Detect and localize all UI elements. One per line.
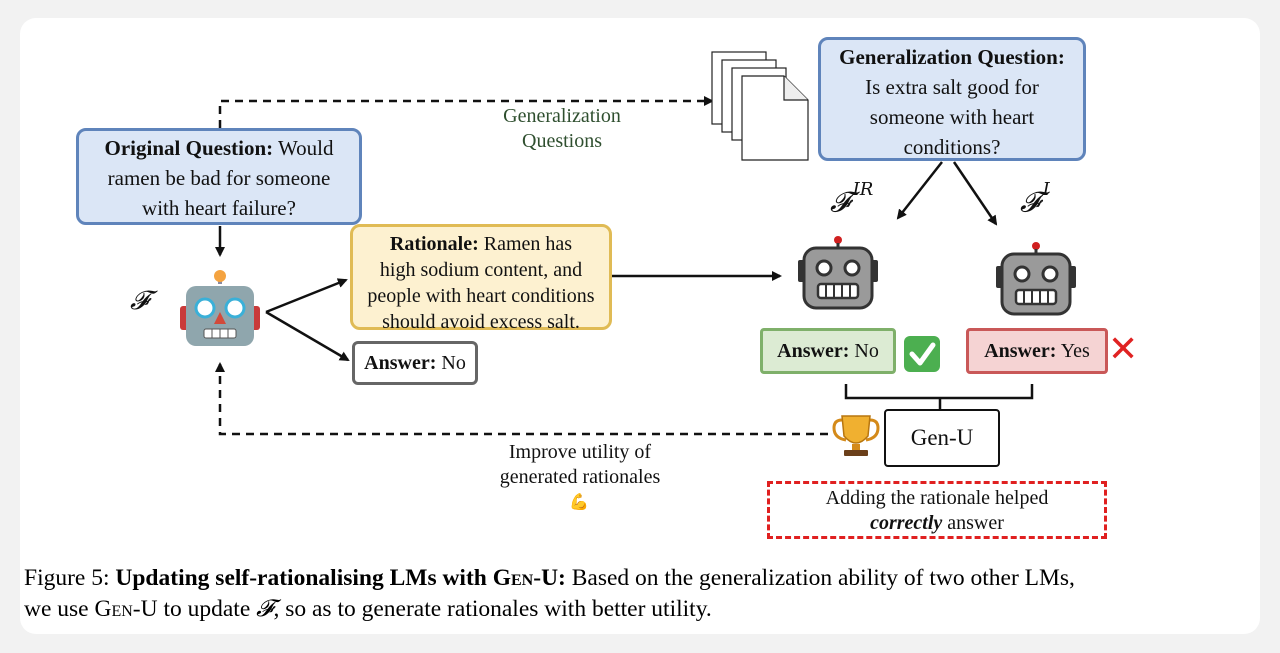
rationale-line-1: Ramen has xyxy=(483,233,573,255)
arrow-gq-to-fi xyxy=(952,161,998,226)
rationale-line-2: high sodium content, and xyxy=(379,259,583,281)
improve-utility-label-2: generated rationales xyxy=(499,466,661,488)
rationale-box: Rationale: Ramen has high sodium content… xyxy=(350,224,612,333)
dashed-note-bold-word: correctly xyxy=(870,512,943,534)
arrow-feedback-to-model xyxy=(215,362,828,436)
trophy-icon xyxy=(832,415,880,456)
dashed-note-line-1: Adding the rationale helped xyxy=(825,487,1049,509)
rationale-line-4: should avoid excess salt. xyxy=(382,311,580,333)
answers-brace xyxy=(844,384,1034,409)
check-mark-icon xyxy=(904,336,940,372)
fi-answer-value: Yes xyxy=(1060,340,1090,362)
caption-prefix: Figure 5: xyxy=(24,565,116,591)
rationale-label: Rationale: xyxy=(389,233,479,255)
arrow-model-to-rationale xyxy=(265,278,348,314)
robot-icon-fir xyxy=(798,236,878,310)
robot-icon-fi xyxy=(996,242,1076,316)
robot-face-icon xyxy=(180,270,260,346)
generalization-question-label: Generalization Question: xyxy=(839,45,1065,69)
generalization-question-line-1: Is extra salt good for xyxy=(865,75,1039,99)
gen-u-box: Gen-U xyxy=(884,409,1000,467)
caption-rest-2a: we use xyxy=(24,596,95,622)
original-question-text-2: ramen be bad for someone xyxy=(107,166,331,190)
model-f-label: 𝓕 xyxy=(130,286,150,316)
documents-icon xyxy=(711,51,809,161)
model-answer-value: No xyxy=(441,352,466,374)
model-fi-base: 𝓕 xyxy=(1020,185,1041,219)
fi-answer-label: Answer: xyxy=(984,340,1057,362)
caption-rest-1: Based on the generalization ability of t… xyxy=(565,565,1075,591)
caption-rest-2c: , so as to generate rationales with bett… xyxy=(273,596,712,622)
generalization-question-line-3: conditions? xyxy=(903,135,1001,159)
figure-caption: Figure 5: Updating self-rationalising LM… xyxy=(24,563,1260,625)
caption-rest-2b: to update xyxy=(157,596,257,622)
rationale-line-3: people with heart conditions xyxy=(367,285,595,307)
generalization-question-line-2: someone with heart xyxy=(869,105,1035,129)
improve-utility-label: Improve utility of generated rationales xyxy=(470,440,690,490)
generalization-questions-label-2: Questions xyxy=(522,130,602,152)
model-answer-box: Answer: No xyxy=(352,341,478,385)
model-answer-label: Answer: xyxy=(364,352,437,374)
flexed-biceps-icon: 💪 xyxy=(569,492,589,511)
fi-answer-box: Answer: Yes xyxy=(966,328,1108,374)
arrow-gq-to-fir xyxy=(896,161,943,220)
arrow-to-generalization-questions xyxy=(218,96,714,128)
caption-bold-a: Updating self-rationalising LMs with xyxy=(115,565,493,591)
generalization-questions-label: Generalization Questions xyxy=(480,104,644,154)
model-fir-base: 𝓕 xyxy=(830,185,851,219)
original-question-text-1: Would xyxy=(278,136,334,160)
fir-answer-label: Answer: xyxy=(777,340,850,362)
dashed-note-box: Adding the rationale helped correctly an… xyxy=(767,481,1107,539)
dashed-note-rest: answer xyxy=(947,512,1004,534)
original-question-box: Original Question: Would ramen be bad fo… xyxy=(76,128,362,225)
improve-utility-label-1: Improve utility of xyxy=(508,441,652,463)
arrow-model-to-answer xyxy=(265,310,350,362)
generalization-question-box: Generalization Question: Is extra salt g… xyxy=(818,37,1086,161)
model-fir-sup: IR xyxy=(852,179,874,200)
model-fi-sup: I xyxy=(1042,179,1050,200)
caption-bold-genu: Gen-U xyxy=(492,565,559,591)
original-question-text-3: with heart failure? xyxy=(142,196,296,220)
fir-answer-value: No xyxy=(854,340,879,362)
generalization-questions-label-1: Generalization xyxy=(503,105,621,127)
caption-genu: Gen-U xyxy=(94,596,158,622)
cross-mark-icon: ✕ xyxy=(1108,329,1139,370)
original-question-label: Original Question: xyxy=(104,136,274,160)
caption-f: 𝓕 xyxy=(256,596,274,622)
caption-bold-colon: : xyxy=(558,565,566,591)
fir-answer-box: Answer: No xyxy=(760,328,896,374)
